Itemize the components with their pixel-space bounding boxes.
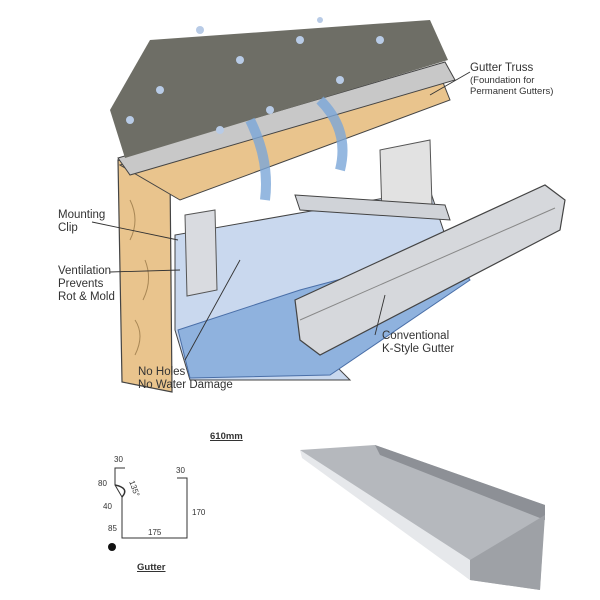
gutter-truss-label: Gutter Truss (Foundation for Permanent G… — [470, 62, 553, 97]
label-line: No Holes — [138, 366, 186, 378]
drawing-caption: Gutter — [137, 562, 166, 573]
label-line: Rot & Mold — [58, 291, 115, 303]
water-flow-arrow — [316, 96, 348, 172]
dim-mid-face: 40 — [103, 502, 112, 511]
water-flow-arrow — [245, 117, 271, 201]
label-line: Ventilation — [58, 265, 112, 277]
label-line: Clip — [58, 222, 78, 234]
label-line: Permanent Gutters) — [470, 86, 554, 97]
dim-lower-face: 85 — [108, 524, 117, 533]
fascia-board — [117, 159, 173, 393]
raindrops — [126, 17, 384, 134]
ventilation-label: Ventilation Prevents Rot & Mold — [58, 265, 115, 304]
dim-top-lip: 30 — [114, 455, 123, 464]
gutter-strap — [294, 194, 451, 221]
dim-upper-face: 80 — [98, 479, 107, 488]
label-line: Conventional — [382, 330, 450, 342]
label-line: No Water Damage — [138, 379, 233, 391]
leader-lines — [91, 71, 471, 361]
label-line: Mounting — [58, 209, 106, 221]
dim-back-lip: 30 — [176, 466, 185, 475]
gutter-photo — [300, 445, 545, 590]
bullet-dot — [108, 543, 116, 551]
mounting-clip-label: Mounting Clip — [58, 209, 105, 235]
length-label: 610mm — [210, 431, 243, 442]
roof-shingles — [110, 20, 448, 158]
k-style-gutter — [294, 184, 566, 356]
label-line: (Foundation for — [470, 75, 535, 86]
label-title: Gutter Truss — [470, 62, 534, 74]
gutter-profile-drawing — [114, 467, 188, 539]
k-style-label: Conventional K-Style Gutter — [382, 330, 454, 356]
label-line: K-Style Gutter — [382, 343, 455, 355]
label-line: Prevents — [58, 278, 104, 290]
dim-bottom: 175 — [148, 528, 162, 537]
dim-back-height: 170 — [192, 508, 206, 517]
no-holes-label: No Holes No Water Damage — [138, 366, 233, 392]
